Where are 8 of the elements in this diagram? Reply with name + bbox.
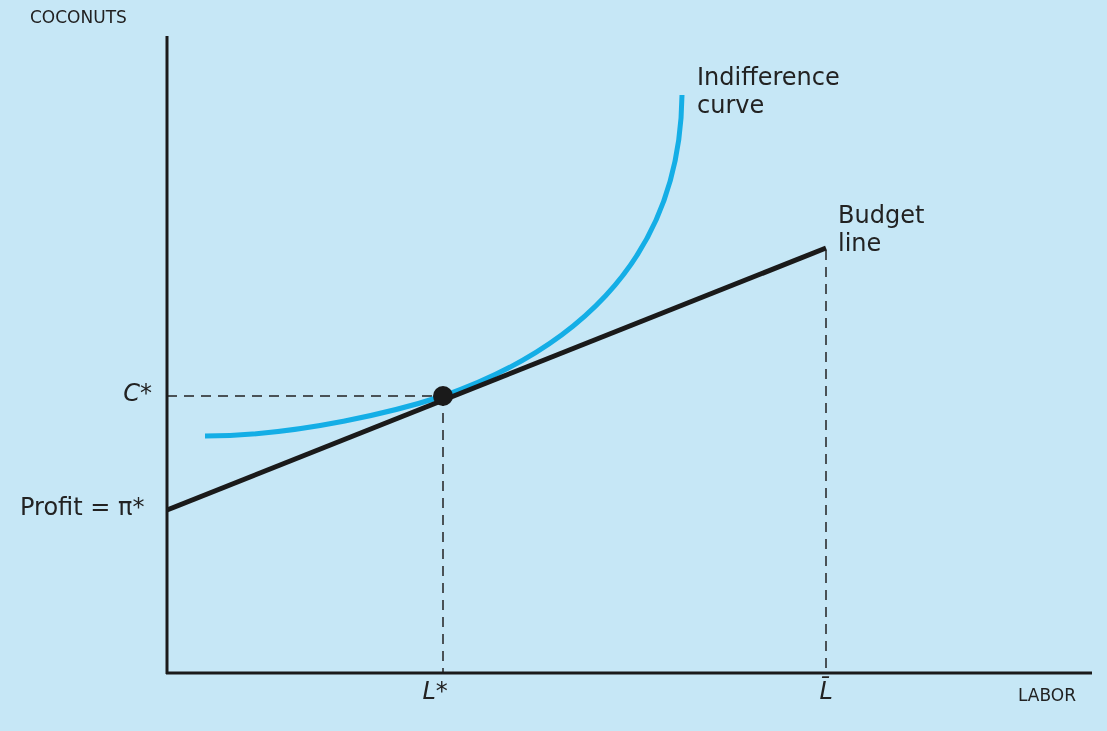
axis-label: COCONUTS <box>30 8 127 28</box>
curve-label: Indifference curve <box>697 64 841 120</box>
axis-value-label: C* <box>123 380 152 408</box>
axis-value-label: Profit = π* <box>20 494 145 522</box>
curve-label: Budget line <box>838 202 926 258</box>
axis-label: LABOR <box>1018 686 1077 706</box>
axis-value-label: L̄ <box>819 678 833 706</box>
axis-value-label: L* <box>422 678 448 706</box>
